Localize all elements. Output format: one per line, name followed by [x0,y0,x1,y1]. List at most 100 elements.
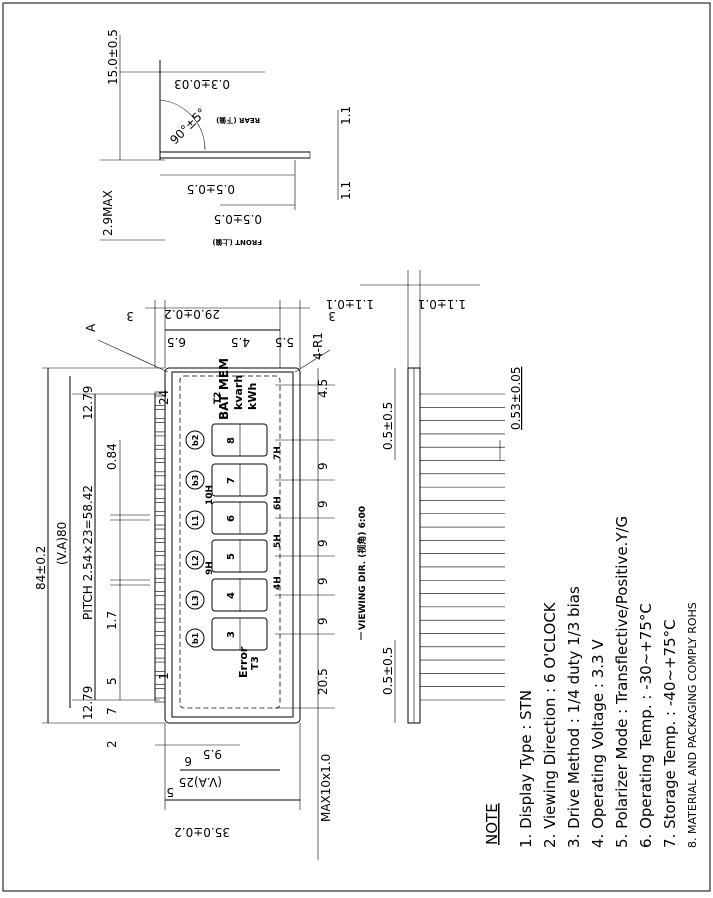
pin [154,458,166,463]
pin-24-label: 24 [157,390,171,405]
note-item-3: 3. Drive Method : 1/4 duty 1/3 bias [565,586,583,848]
note-item-2: 2. Viewing Direction : 6 O'CLOCK [541,601,559,848]
svg-text:L3: L3 [191,595,200,606]
va-width: (V.A)25 [179,775,222,789]
side-pins [420,393,505,701]
label-9h: 9H [205,561,215,575]
lcd-digit: 4 [211,578,268,612]
icon-circle: L1 [185,510,205,530]
pin [154,498,166,503]
svg-text:b3: b3 [191,475,200,486]
svg-text:L2: L2 [191,555,200,566]
pitch-label: PITCH 2.54×23=58.42 [81,485,95,620]
pin-1-label: 1 [157,672,171,680]
lcd-digit: 8 [211,423,268,457]
label-error: Error [237,646,250,678]
note-item-6: 6. Operating Temp. : -30~+75°C [637,603,655,848]
segment-pitch-lines [275,384,335,709]
detail-front: FRONT (上偏) [212,238,262,247]
pin-offset-top: 12.79 [81,386,95,420]
note-heading: NOTE [483,803,501,845]
detail-11b: 1.1 [339,181,353,200]
lcd-digit: 5 [211,539,268,573]
svg-text:b2: b2 [191,435,200,446]
pin-width: 0.84 [105,443,119,470]
digit-group: 8 7 6 5 4 3 [211,423,268,651]
dim-6-5: 6.5 [167,335,186,349]
pin [154,617,166,623]
seg-pitch-4: 9 [316,539,330,547]
seg-pitch-3: 9 [316,500,330,508]
seg-pitch-2: 9 [316,462,330,470]
lcd-digit: 7 [211,463,268,497]
detail-view: 90°±5° 0.3±0.03 15.0±0.5 2.9MAX 0.5±0.5 … [100,29,353,247]
pin-thickness: 0.53±0.05 [509,367,523,431]
view-area [179,375,281,709]
digit-label: 4 [226,592,237,599]
digit-label: 7 [226,477,237,484]
edge-3-right: 3 [328,309,336,323]
seg-pitch-7: 20.5 [316,668,330,695]
pin [154,684,166,689]
icon-circle: b1 [185,628,205,648]
side-thickness-1: 1.1±0.1 [326,297,374,311]
label-kwh: kWh [246,383,259,410]
label-bat-mem: BAT MEM [217,358,231,420]
pin-len-top: 0.5±0.5 [381,402,395,450]
icon-circle: L2 [185,550,205,570]
pin [154,484,166,490]
label-t3: T3 [250,656,261,670]
glass-width: 35.0±0.2 [174,825,230,839]
pin [154,524,166,530]
dim-6: 6 [184,754,192,768]
label-5h: 5H [273,534,283,548]
dim-5: 5 [105,677,119,685]
length-dimensions: 84±0.2 (V.A)80 PITCH 2.54×23=58.42 12.79… [34,367,165,748]
note-item-8: 8. MATERIAL AND PACKAGING COMPLY ROHS [686,602,699,848]
digit-label: 6 [226,515,237,522]
pin-row [154,391,166,703]
icon-circle: L3 [185,590,205,610]
digit-label: 5 [226,553,237,560]
seg-pitch-1: 4.5 [316,379,330,398]
label-a: A [84,323,98,332]
dim-4-5: 4.5 [231,335,250,349]
digit-label: 3 [226,631,237,638]
detail-rear: REAR (下偏) [216,116,260,125]
pin [154,431,166,437]
va-offset: 5 [166,785,174,799]
width-dimensions: 35.0±0.2 (V.A)25 5 6 9.5 MAX10x1.0 4.5 9… [155,368,333,860]
label-10h: 10H [205,485,215,505]
detail-29max: 2.9MAX [101,190,115,236]
dim-2: 2 [105,740,119,748]
viewing-direction: VIEWING DIR. (视角) 6:00 [356,506,368,630]
pin [154,418,166,423]
icon-circle: b2 [185,430,205,450]
lcd-digit: 6 [211,501,268,535]
seg-pitch-6: 9 [316,617,330,625]
dim-5-5: 5.5 [275,335,294,349]
detail-05a: 0.5±0.5 [187,182,235,196]
va-length: (V.A)80 [55,522,69,565]
side-view: 1.1±0.1 1.1±0.1 0.5±0.5 0.5±0.5 0.53±0.0… [326,270,523,724]
note-item-1: 1. Display Type : STN [517,690,535,848]
note-item-5: 5. Polarizer Mode : Transflective/Positi… [613,516,631,848]
pin-spacing: 1.7 [105,611,119,630]
digit-label: 8 [226,437,237,444]
label-kvarh: kvarh [232,375,245,410]
max-thickness: MAX10x1.0 [319,754,333,822]
pin-offset-bottom: 12.79 [81,686,95,720]
pin [154,631,166,636]
pin [154,644,166,650]
pin [154,591,166,596]
note-item-7: 7. Storage Temp. : -40~+75°C [661,619,679,848]
pin-len-bottom: 0.5±0.5 [381,647,395,695]
detail-angle: 90°±5° [167,105,209,147]
overall-length: 84±0.2 [34,546,48,590]
dim-7: 7 [105,707,119,715]
